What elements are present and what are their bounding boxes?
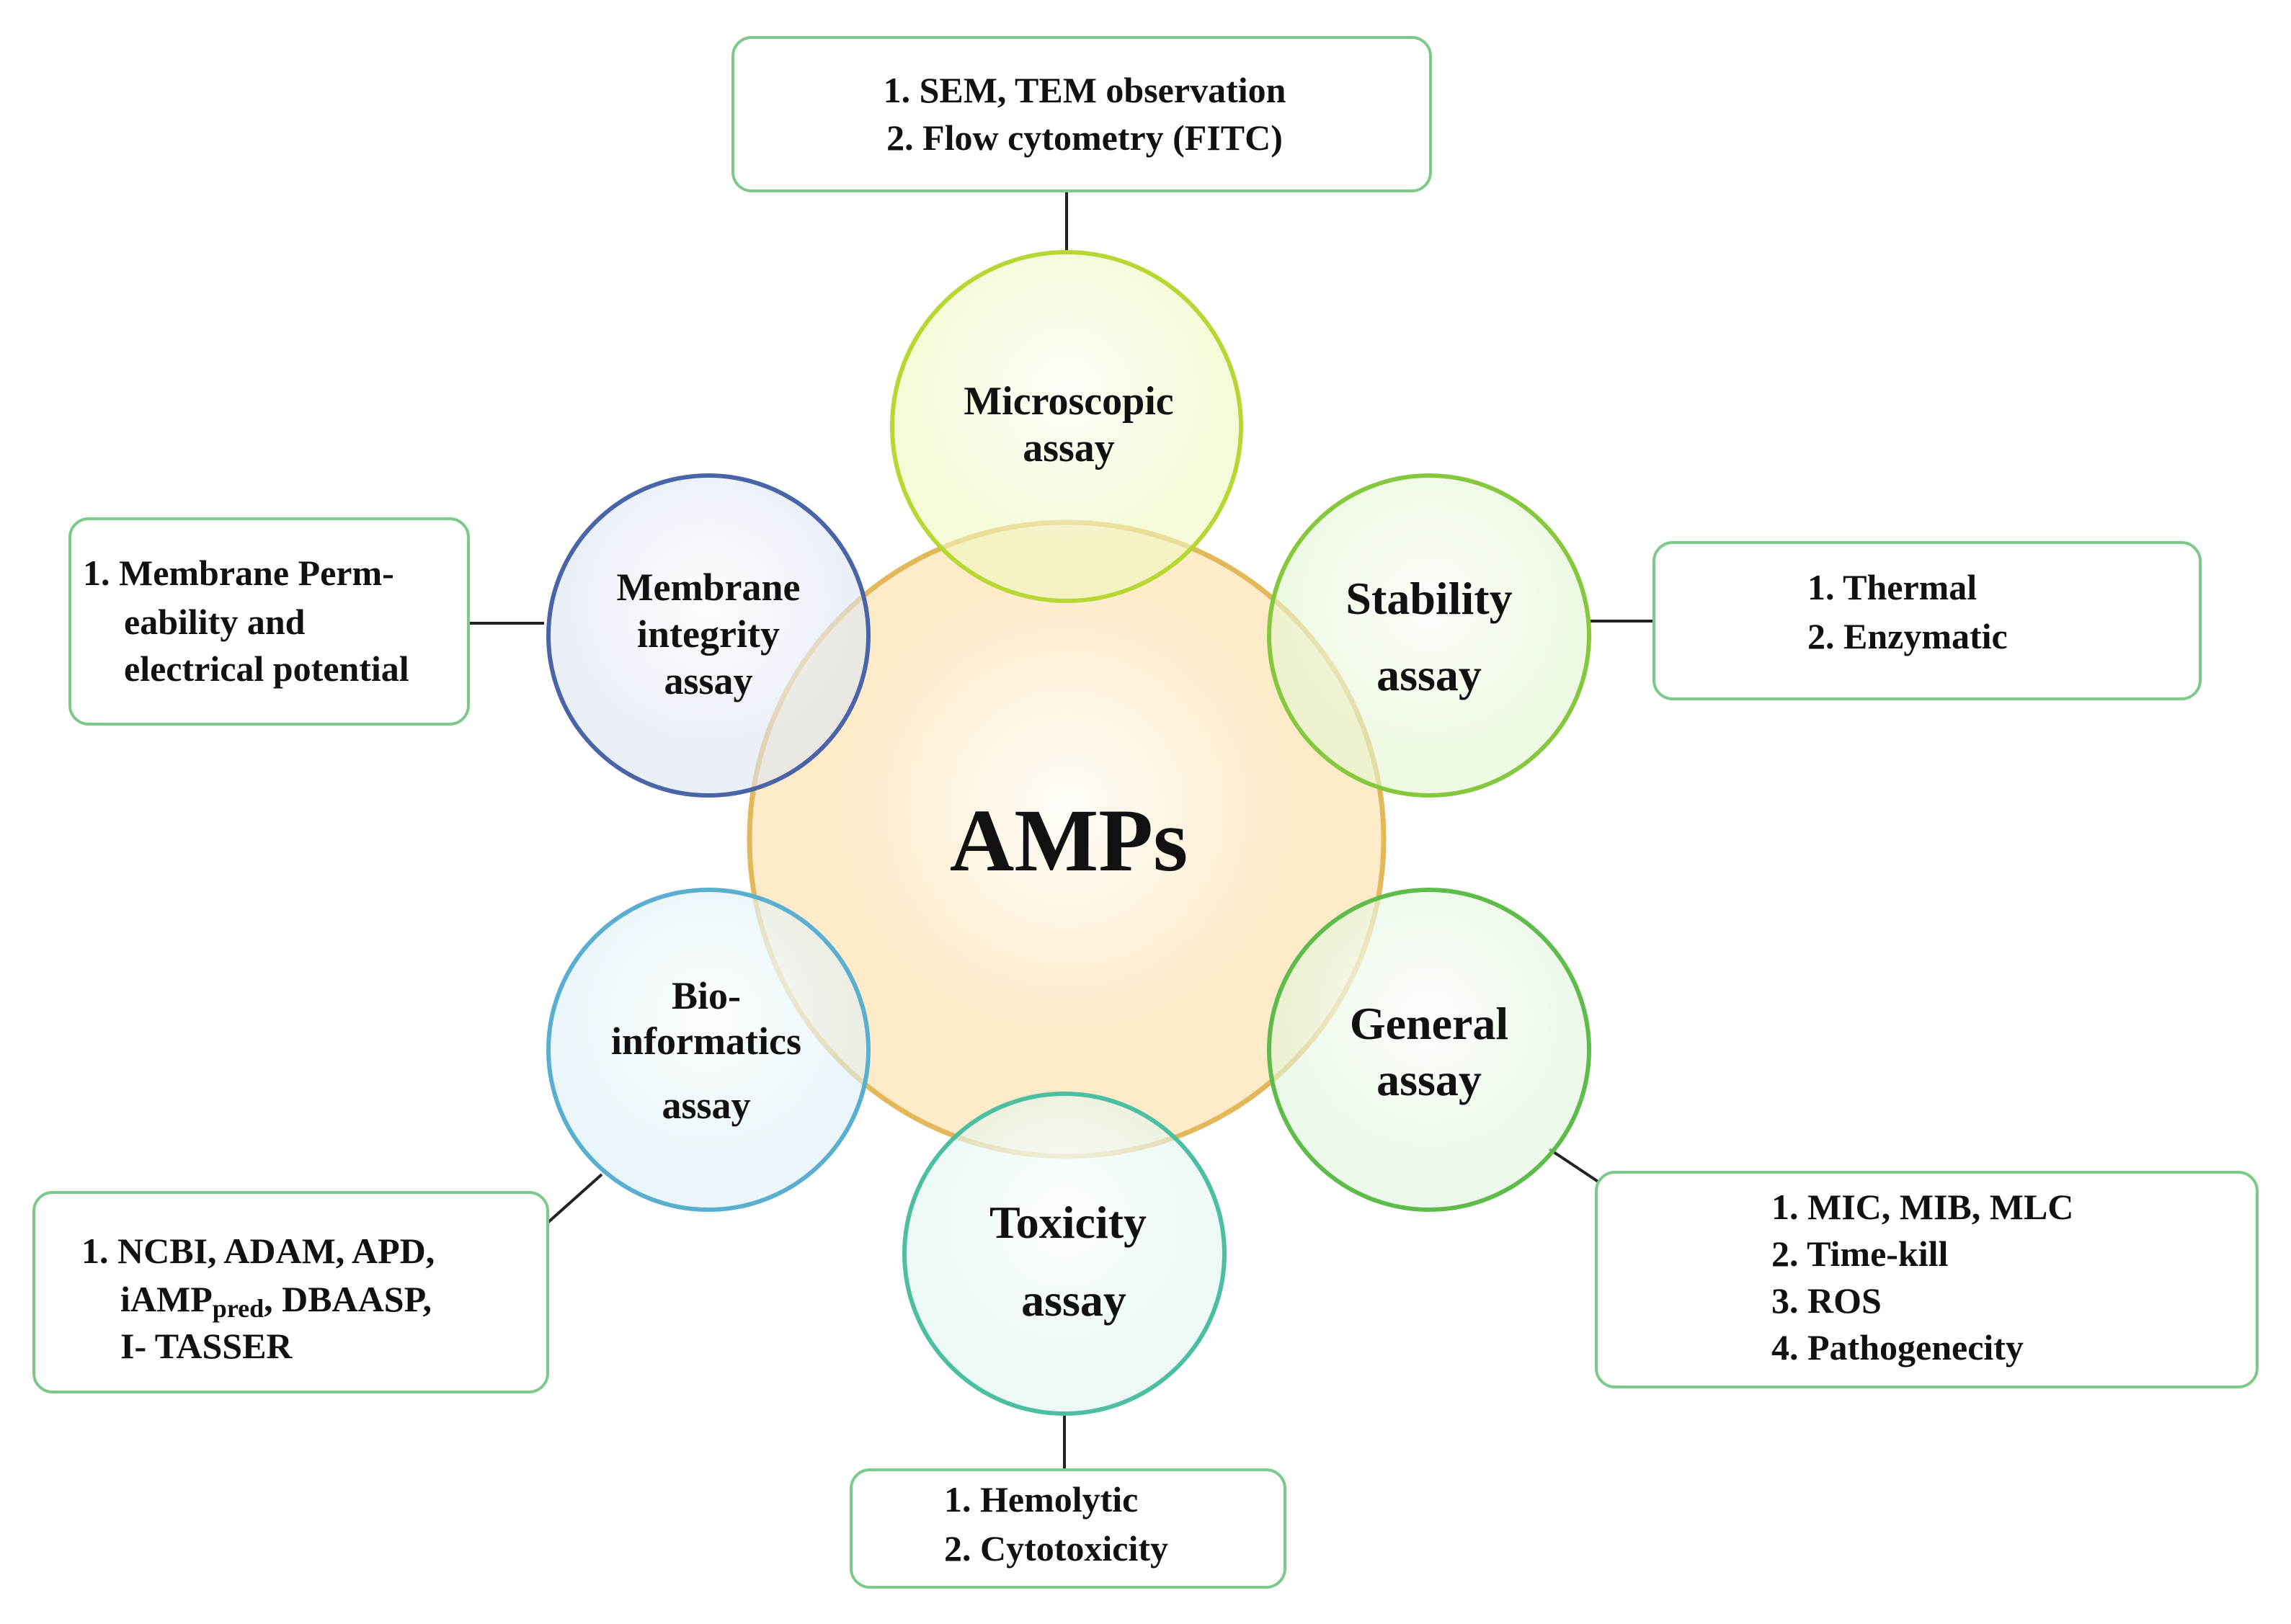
node-general-label-1: General [1350,998,1508,1049]
node-microscopic-label-1: Microscopic [964,379,1173,424]
box-membrane-line-2: eability and [124,602,306,642]
node-general: General assay [1267,888,1591,1212]
box-membrane-line-3: electrical potential [124,648,409,689]
node-microscopic: Microscopic assay [890,250,1243,603]
detail-boxes: 1. SEM, TEM observation 2. Flow cytometr… [32,36,2259,1589]
box-toxicity: 1. Hemolytic 2. Cytotoxicity [850,1468,1286,1589]
node-bioinformatics-label-2: informatics [611,1020,801,1063]
box-microscopic: 1. SEM, TEM observation 2. Flow cytometr… [731,36,1432,192]
box-bioinformatics-line-3: I- TASSER [120,1326,293,1366]
node-toxicity-label-1: Toxicity [989,1197,1147,1248]
box-membrane-line-1: 1. Membrane Perm- [83,553,394,593]
box-toxicity-line-2: 2. Cytotoxicity [944,1528,1168,1569]
node-microscopic-shine [895,255,1238,598]
node-general-label-2: assay [1376,1054,1482,1105]
node-bioinformatics: Bio- informatics assay [546,888,871,1212]
node-bioinformatics-shine [551,893,866,1207]
node-membrane-label-2: integrity [637,612,780,656]
box-toxicity-line-1: 1. Hemolytic [944,1479,1138,1520]
box-general-line-2: 2. Time-kill [1771,1233,1949,1274]
box-general-line-4: 4. Pathogenecity [1771,1327,2024,1368]
node-membrane-label-1: Membrane [617,566,801,609]
assay-nodes: Microscopic assay Stability assay Genera… [546,250,1591,1416]
node-membrane-label-3: assay [664,659,752,702]
box-microscopic-line-1: 1. SEM, TEM observation [884,70,1286,110]
node-stability-label-2: assay [1376,649,1482,700]
center-circle-shine [752,525,1381,1154]
node-toxicity: Toxicity assay [902,1092,1227,1416]
node-bioinformatics-label-3: assay [662,1084,750,1127]
box-bioinformatics: 1. NCBI, ADAM, APD, iAMPpred, DBAASP, I-… [32,1191,549,1393]
connector-lines [468,191,1654,1470]
center-node: AMPs [747,519,1387,1159]
node-toxicity-shine [907,1097,1222,1411]
node-bioinformatics-label-1: Bio- [672,974,741,1017]
box-microscopic-line-2: 2. Flow cytometry (FITC) [886,117,1283,158]
box-toxicity-frame [850,1468,1286,1589]
box-microscopic-frame [731,36,1432,192]
box-stability: 1. Thermal 2. Enzymatic [1652,541,2202,700]
node-stability-shine [1272,478,1586,793]
box-membrane-frame [68,517,470,726]
box-bioinformatics-line-1: 1. NCBI, ADAM, APD, [81,1231,435,1271]
center-label: AMPs [950,791,1188,890]
box-general: 1. MIC, MIB, MLC 2. Time-kill 3. ROS 4. … [1595,1171,2259,1388]
node-toxicity-label-2: assay [1021,1275,1126,1326]
node-stability: Stability assay [1267,473,1591,798]
node-membrane: Membrane integrity assay [546,473,871,798]
box-membrane: 1. Membrane Perm- eability and electrica… [68,517,470,726]
box-general-line-3: 3. ROS [1771,1280,1882,1321]
node-stability-label-1: Stability [1345,573,1512,624]
connector-general [1548,1148,1605,1187]
box-bioinformatics-frame [32,1191,549,1393]
node-general-shine [1272,893,1586,1207]
box-general-line-1: 1. MIC, MIB, MLC [1771,1187,2073,1227]
box-bioinformatics-line-2: iAMPpred, DBAASP, [120,1279,432,1323]
box-stability-line-1: 1. Thermal [1807,567,1977,607]
box-stability-line-2: 2. Enzymatic [1807,616,2008,656]
node-microscopic-label-2: assay [1023,426,1115,470]
box-general-frame [1595,1171,2259,1388]
connector-bioinformatics [546,1173,603,1224]
node-membrane-shine [551,478,866,793]
box-stability-frame [1652,541,2202,700]
